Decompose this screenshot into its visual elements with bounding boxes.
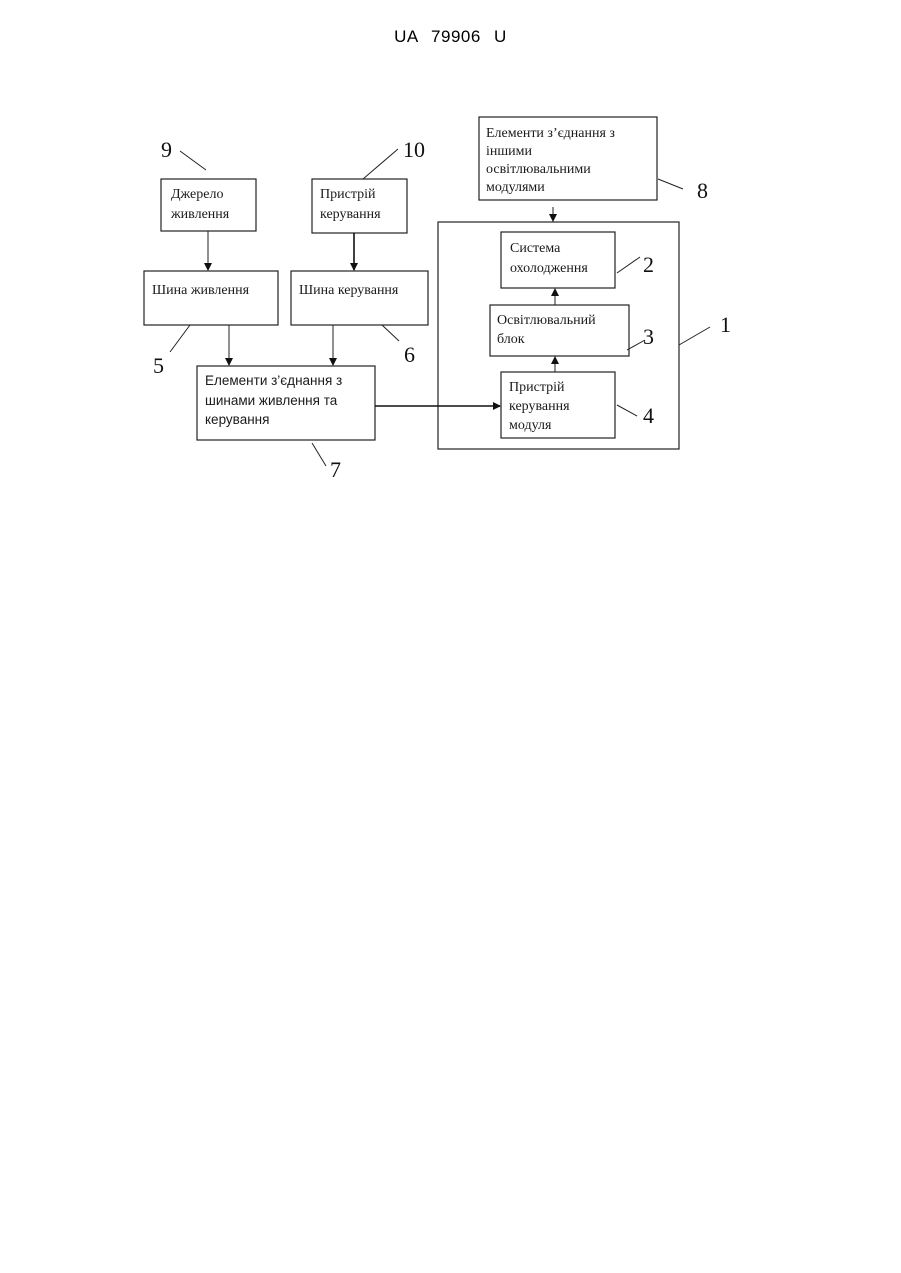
ref-number-6: 6 (404, 342, 415, 367)
power-bus-label: Шина живлення (152, 283, 250, 298)
leader-10 (363, 149, 398, 179)
ref-number-10: 10 (403, 137, 425, 162)
power-bus-box (144, 271, 278, 325)
ref-number-8: 8 (697, 178, 708, 203)
leader-8 (658, 179, 683, 189)
ref-number-3: 3 (643, 324, 654, 349)
ref-number-1: 1 (720, 312, 731, 337)
ref-number-9: 9 (161, 137, 172, 162)
leader-5 (170, 325, 190, 352)
leader-1 (679, 327, 710, 345)
ref-number-2: 2 (643, 252, 654, 277)
ref-number-5: 5 (153, 353, 164, 378)
leader-7 (312, 443, 326, 466)
leader-9 (180, 151, 206, 170)
control-bus-box (291, 271, 428, 325)
ref-number-7: 7 (330, 457, 341, 482)
leader-6 (382, 325, 399, 341)
ref-number-4: 4 (643, 403, 654, 428)
control-bus-label: Шина керування (299, 283, 399, 298)
